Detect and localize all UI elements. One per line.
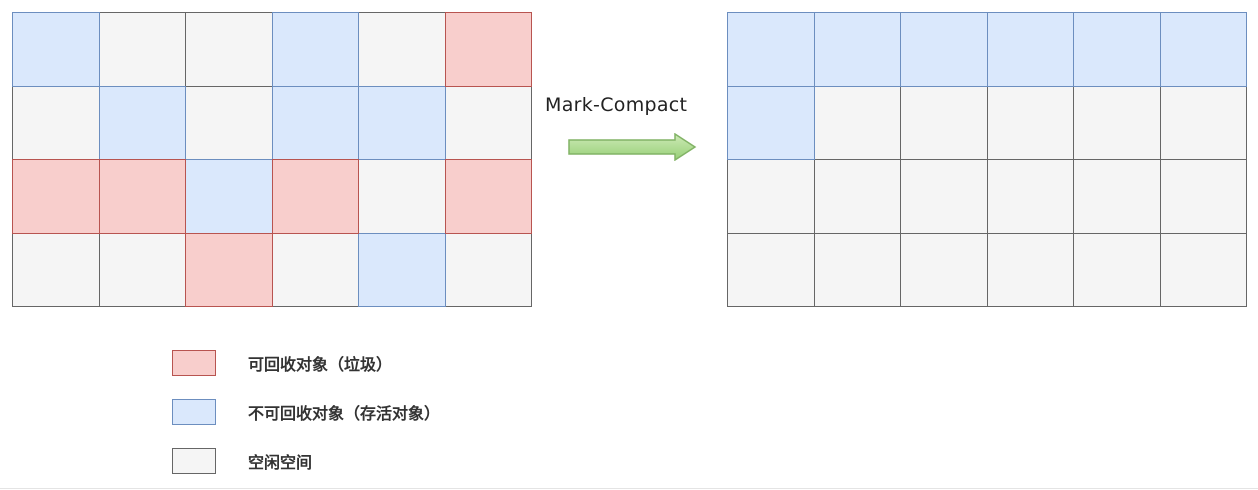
- before-cell-free: [444, 85, 532, 160]
- before-cell-free: [12, 232, 100, 307]
- before-cell-free: [185, 12, 273, 87]
- after-cell-live: [1073, 12, 1161, 87]
- before-cell-live: [12, 12, 100, 87]
- before-cell-free: [98, 12, 186, 87]
- legend-swatch-live: [172, 399, 216, 425]
- legend-swatch-free: [172, 448, 216, 474]
- after-cell-free: [813, 85, 901, 160]
- before-cell-free: [358, 12, 446, 87]
- after-cell-free: [727, 232, 815, 307]
- before-cell-garbage: [271, 159, 359, 234]
- after-cell-free: [727, 159, 815, 234]
- memory-grid-before: [12, 12, 532, 307]
- before-cell-live: [185, 159, 273, 234]
- before-cell-live: [358, 85, 446, 160]
- before-cell-live: [358, 232, 446, 307]
- before-cell-free: [98, 232, 186, 307]
- arrow-label: Mark-Compact: [545, 94, 688, 116]
- before-cell-garbage: [98, 159, 186, 234]
- arrow-shape: [568, 133, 697, 161]
- after-cell-free: [1159, 232, 1247, 307]
- after-cell-free: [986, 159, 1074, 234]
- after-cell-free: [1159, 159, 1247, 234]
- right-arrow-icon: [568, 133, 697, 161]
- legend-swatch-garbage: [172, 350, 216, 376]
- after-cell-free: [986, 232, 1074, 307]
- after-cell-free: [986, 85, 1074, 160]
- after-cell-free: [813, 232, 901, 307]
- before-cell-live: [271, 85, 359, 160]
- after-cell-free: [900, 159, 988, 234]
- legend-item-garbage: 可回收对象（垃圾）: [172, 348, 572, 378]
- after-cell-live: [900, 12, 988, 87]
- after-cell-free: [900, 232, 988, 307]
- legend-item-live: 不可回收对象（存活对象）: [172, 397, 572, 427]
- after-cell-live: [727, 12, 815, 87]
- legend-label-live: 不可回收对象（存活对象）: [248, 404, 441, 423]
- before-cell-garbage: [185, 232, 273, 307]
- after-cell-live: [1159, 12, 1247, 87]
- before-cell-garbage: [12, 159, 100, 234]
- after-cell-free: [813, 159, 901, 234]
- before-cell-free: [444, 232, 532, 307]
- after-cell-live: [986, 12, 1074, 87]
- before-cell-garbage: [444, 159, 532, 234]
- before-cell-free: [12, 85, 100, 160]
- after-cell-live: [727, 85, 815, 160]
- legend-label-garbage: 可回收对象（垃圾）: [248, 355, 393, 374]
- legend-item-free: 空闲空间: [172, 446, 572, 476]
- after-cell-free: [900, 85, 988, 160]
- before-cell-live: [98, 85, 186, 160]
- bottom-divider: [0, 488, 1258, 489]
- after-cell-free: [1073, 159, 1161, 234]
- after-cell-live: [813, 12, 901, 87]
- before-cell-garbage: [444, 12, 532, 87]
- before-cell-free: [185, 85, 273, 160]
- after-cell-free: [1073, 232, 1161, 307]
- legend-label-free: 空闲空间: [248, 453, 313, 472]
- memory-grid-after: [727, 12, 1247, 307]
- before-cell-free: [358, 159, 446, 234]
- after-cell-free: [1073, 85, 1161, 160]
- after-cell-free: [1159, 85, 1247, 160]
- before-cell-free: [271, 232, 359, 307]
- before-cell-live: [271, 12, 359, 87]
